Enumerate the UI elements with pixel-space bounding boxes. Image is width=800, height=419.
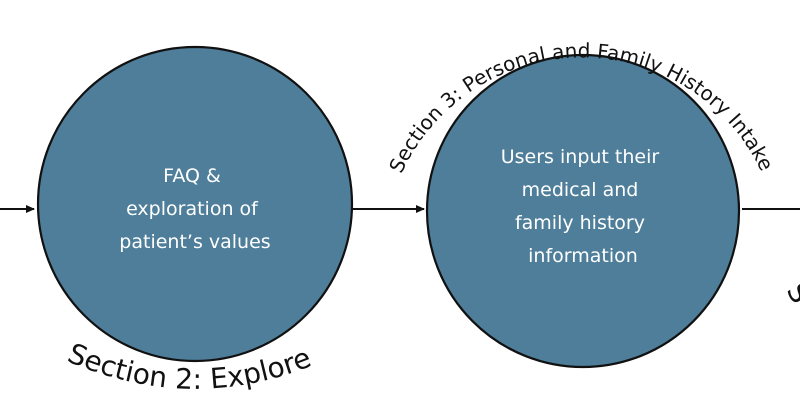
section-2-node: FAQ & exploration of patient’s values	[36, 45, 354, 363]
section-2-description: FAQ & exploration of patient’s values	[119, 165, 270, 253]
section-3-line-4: information	[528, 245, 638, 267]
section-3-line-3: family history	[515, 212, 645, 234]
section-3-description: Users input their medical and family his…	[501, 146, 665, 267]
section-2-line-1: FAQ &	[163, 165, 221, 187]
section-3-line-1: Users input their	[501, 146, 660, 168]
section-3-node: Users input their medical and family his…	[425, 53, 741, 369]
section-2-line-2: exploration of	[126, 198, 259, 220]
section-3-line-2: medical and	[522, 179, 639, 201]
section-3-circle	[425, 53, 741, 369]
section-2-circle	[36, 45, 354, 363]
section-2-line-3: patient’s values	[119, 231, 270, 253]
section-4-label-fragment: S	[780, 277, 800, 309]
